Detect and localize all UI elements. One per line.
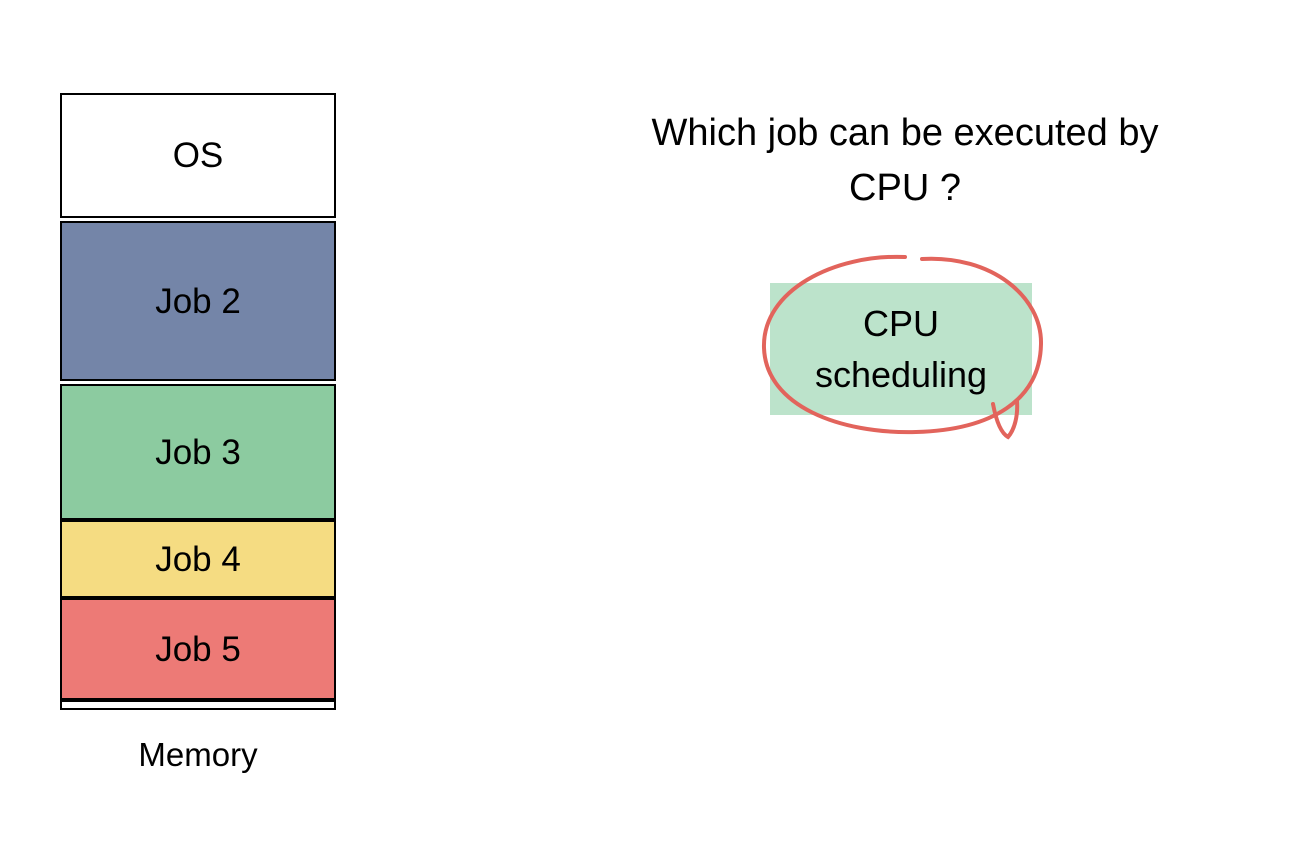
segment-label: Job 2: [155, 281, 241, 321]
answer-line-1: CPU: [862, 303, 939, 344]
segment-label: Job 4: [155, 539, 241, 579]
question-line-1: Which job can be executed by: [651, 112, 1159, 154]
memory-stack: OS Job 2 Job 3 Job 4 Job 5: [60, 93, 336, 710]
memory-segment-os: OS: [60, 93, 336, 218]
question-line-2: CPU ?: [849, 167, 961, 209]
question-text: Which job can be executed by CPU ?: [555, 106, 1255, 216]
memory-stack-caption: Memory: [138, 736, 258, 773]
segment-label: OS: [172, 136, 224, 175]
memory-segment-job4: Job 4: [60, 520, 336, 598]
answer-highlight-box: CPU scheduling: [770, 283, 1032, 415]
memory-segment-job3: Job 3: [60, 384, 336, 520]
answer-line-2: scheduling: [814, 354, 988, 395]
segment-label: Job 3: [155, 432, 241, 472]
memory-segment-empty: [60, 700, 336, 710]
memory-segment-job2: Job 2: [60, 221, 336, 381]
segment-label: Job 5: [155, 629, 241, 669]
memory-segment-job5: Job 5: [60, 598, 336, 700]
